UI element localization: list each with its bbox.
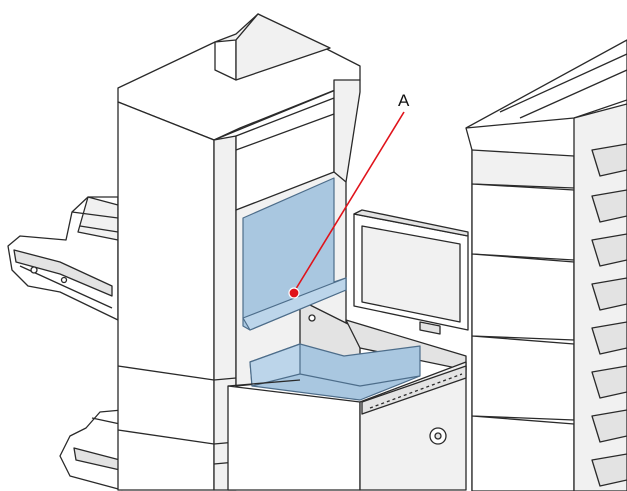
callout-a: [288, 111, 405, 299]
left-tower: [117, 13, 361, 491]
callout-leader-line: [293, 111, 405, 293]
lower-left-tray: [59, 409, 123, 491]
callout-marker: [288, 287, 300, 299]
left-feeder-tray: [7, 196, 119, 321]
highlighted-paper-guide: [242, 177, 421, 401]
control-panel: [353, 209, 469, 335]
center-base: [227, 361, 467, 491]
output-bins: [591, 143, 627, 487]
callout-label: A: [398, 91, 410, 110]
stacker-top-edge: [499, 53, 627, 119]
right-stacker: [465, 39, 627, 491]
